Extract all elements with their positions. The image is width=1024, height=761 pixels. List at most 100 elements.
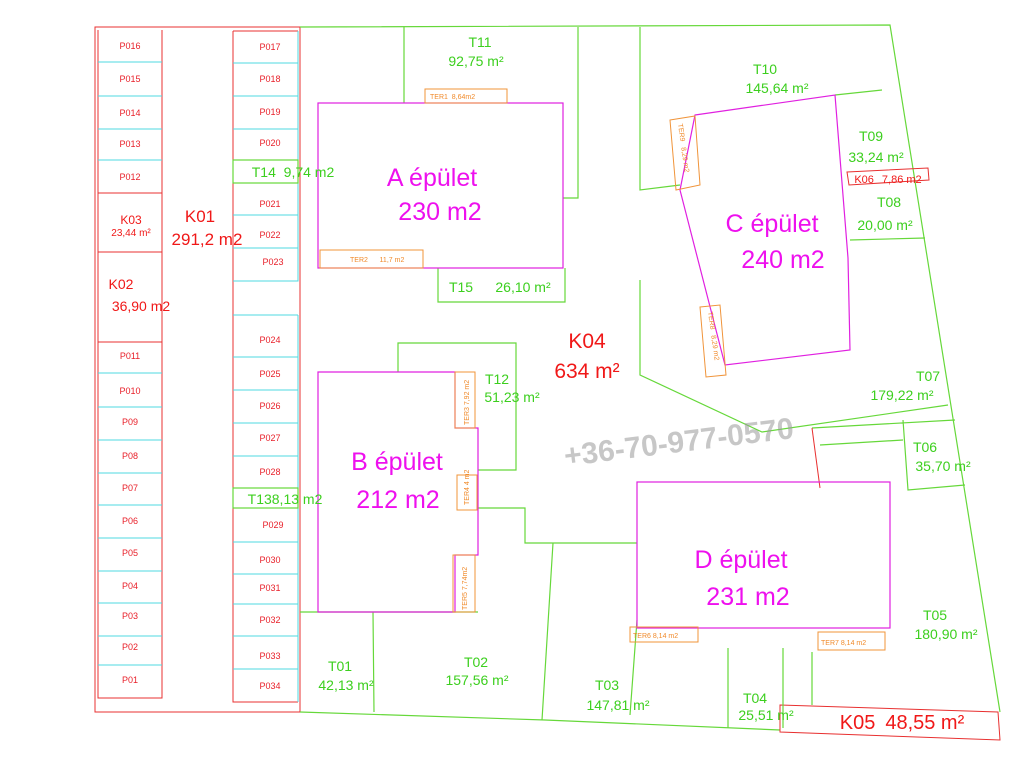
t06-id: T06 (913, 439, 937, 455)
k06-area: 7,86 m2 (882, 174, 922, 186)
k02-area: 36,90 m2 (112, 298, 171, 314)
k03-area: 23,44 m² (111, 228, 151, 239)
building-b-area: 212 m2 (356, 486, 439, 514)
parking-space: P011 (120, 351, 140, 361)
t04-area: 25,51 m² (738, 707, 794, 723)
parking-space: P08 (122, 451, 138, 461)
parking-space: P013 (119, 139, 140, 149)
t13-label: T138,13 m2 (248, 491, 323, 507)
k02-id: K02 (109, 276, 134, 292)
parking-space: P031 (259, 583, 280, 593)
ter3-label: TER3 7,92 m2 (464, 380, 471, 425)
t09-id: T09 (859, 128, 883, 144)
parking-space: P03 (122, 611, 138, 621)
ter4-label: TER4 4 m2 (464, 469, 471, 505)
ter5-label: TER5 7,74m2 (462, 567, 469, 610)
parking-space: P024 (259, 335, 280, 345)
parking-space: P022 (259, 230, 280, 240)
parking-space: P02 (122, 642, 138, 652)
building-d-name: D épület (694, 546, 787, 574)
parking-space: P019 (259, 107, 280, 117)
t11-area: 92,75 m² (448, 53, 504, 69)
t12-area: 51,23 m² (484, 389, 540, 405)
k05-id: K05 (840, 712, 876, 734)
ter9-label: TER9 8,29 m2 (676, 123, 690, 173)
parking-space: P029 (262, 520, 283, 530)
parking-space: P017 (259, 42, 280, 52)
k04-area: 634 m² (554, 360, 619, 383)
t01-id: T01 (328, 658, 352, 674)
parking-space: P018 (259, 74, 280, 84)
building-d-area: 231 m2 (706, 583, 789, 611)
k06-outline (846, 167, 930, 186)
parking-left-labels: P016 P015 P014 P013 P012 P011 P010 P09 P… (119, 41, 140, 685)
parking-space: P01 (122, 675, 138, 685)
parking-space: P016 (119, 41, 140, 51)
parking-space: P025 (259, 369, 280, 379)
t04-id: T04 (743, 690, 767, 706)
terrace-outlines (319, 88, 886, 651)
t05-area: 180,90 m² (914, 626, 977, 642)
left-parking-dividers (98, 61, 162, 666)
t10-id: T10 (753, 61, 777, 77)
parking-right-labels: P017 P018 P019 P020 P021 P022 P023 P024 … (259, 42, 283, 691)
t10-area: 145,64 m² (745, 80, 808, 96)
parking-space: P023 (262, 257, 283, 267)
building-c-area: 240 m2 (741, 246, 824, 274)
parking-space: P09 (122, 417, 138, 427)
k01-id: K01 (185, 207, 215, 226)
building-b-name: B épület (351, 448, 443, 476)
building-a-name: A épület (387, 164, 477, 192)
parking-space: P05 (122, 548, 138, 558)
t15-id: T15 (449, 279, 473, 295)
k05-area (779, 704, 1001, 741)
t15-area: 26,10 m² (495, 279, 551, 295)
parking-space: P027 (259, 433, 280, 443)
k06-label: K06 7,86 m2 (854, 174, 921, 186)
t14-label: T14 9,74 m2 (252, 164, 335, 180)
t08-area: 20,00 m² (857, 217, 913, 233)
parking-space: P06 (122, 516, 138, 526)
parking-space: P032 (259, 615, 280, 625)
t12-id: T12 (485, 371, 509, 387)
building-d-outline (636, 481, 891, 629)
t06-area: 35,70 m² (915, 458, 971, 474)
t03-id: T03 (595, 677, 619, 693)
parking-space: P015 (119, 74, 140, 84)
k04-id: K04 (568, 330, 606, 353)
parking-space: P034 (259, 681, 280, 691)
t08-id: T08 (877, 194, 901, 210)
garden-labels: T01 42,13 m² T02 157,56 m² T03 147,81 m²… (248, 34, 978, 723)
t03-area: 147,81 m² (586, 697, 649, 713)
ter2-label: TER2 11,7 m2 (350, 257, 404, 264)
parking-space: P012 (119, 172, 140, 182)
site-boundary (299, 24, 1001, 731)
t09-area: 33,24 m² (848, 149, 904, 165)
k03-id: K03 (120, 213, 142, 227)
right-parking-dividers (232, 31, 299, 702)
ter6-label: TER6 8,14 m2 (633, 633, 678, 640)
ter1-label: TER1 8,64m2 (430, 94, 475, 101)
parking-space: P014 (119, 108, 140, 118)
k06-id: K06 (854, 174, 874, 186)
k01-area: 291,2 m2 (172, 230, 243, 249)
t05-id: T05 (923, 607, 947, 623)
phone-watermark: +36-70-977-0570 (562, 412, 795, 473)
t11-id: T11 (468, 34, 491, 50)
parking-space: P028 (259, 467, 280, 477)
parking-space: P020 (259, 138, 280, 148)
right-parking-strip (232, 30, 298, 703)
t02-id: T02 (464, 654, 488, 670)
building-a-area: 230 m2 (398, 198, 481, 226)
building-c-outline (679, 94, 851, 366)
t07-area: 179,22 m² (870, 387, 933, 403)
parking-space: P033 (259, 651, 280, 661)
ter7-label: TER7 8,14 m2 (821, 640, 866, 647)
left-parking-strip (97, 30, 163, 699)
parking-space: P010 (119, 386, 140, 396)
parking-space: P026 (259, 401, 280, 411)
t02-area: 157,56 m² (445, 672, 508, 688)
building-c-name: C épület (725, 210, 818, 238)
